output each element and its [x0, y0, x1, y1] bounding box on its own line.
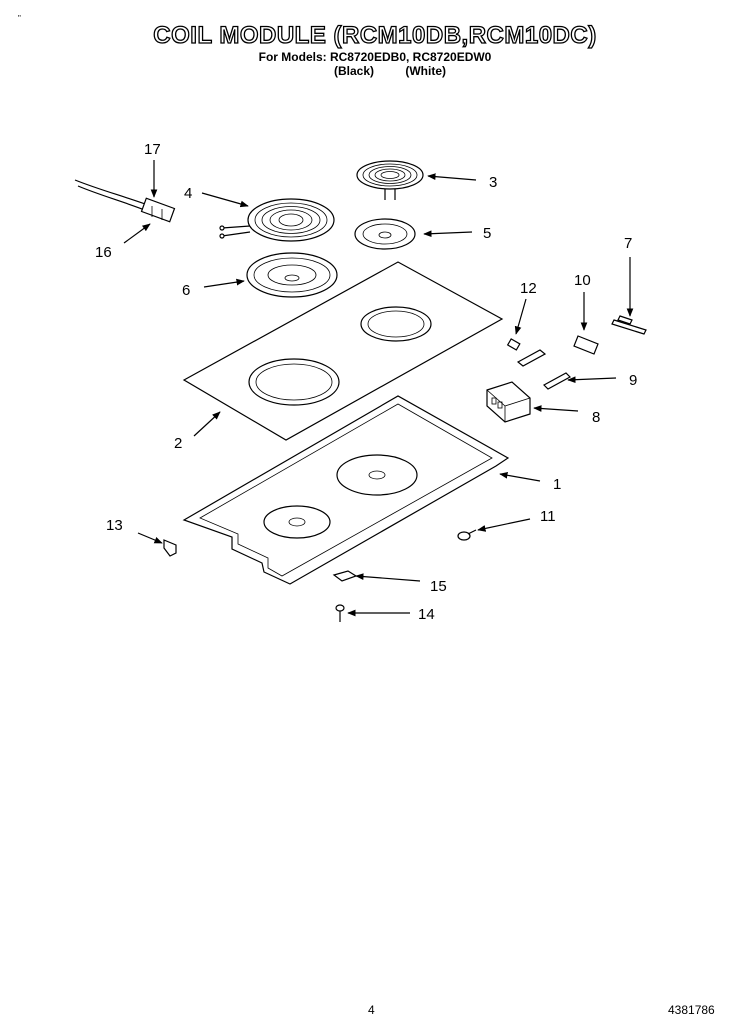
callout-9: 9	[629, 372, 637, 389]
callout-10: 10	[574, 272, 591, 289]
callout-14: 14	[418, 606, 435, 623]
callout-8: 8	[592, 409, 600, 426]
diagram-title: COIL MODULE (RCM10DB,RCM10DC)	[153, 21, 597, 49]
clip-7-part	[611, 315, 647, 335]
top-panel-part	[182, 261, 504, 441]
bracket-clip-part	[516, 349, 547, 367]
document-number: 4381786	[668, 1003, 715, 1017]
callout-1: 1	[553, 476, 561, 493]
callout-17: 17	[144, 141, 161, 158]
bracket-13-part	[163, 539, 177, 557]
large-coil-element-part	[219, 198, 335, 242]
callout-12: 12	[520, 280, 537, 297]
screw-14-part	[335, 604, 345, 622]
terminal-clip-9-part	[543, 372, 571, 390]
models-line: For Models: RC8720EDB0, RC8720EDW0	[258, 50, 492, 64]
callout-2: 2	[174, 435, 182, 452]
callout-13: 13	[106, 517, 123, 534]
burner-box-part	[182, 395, 510, 585]
terminal-block-8-part	[486, 381, 531, 423]
corner-mark: "	[18, 14, 21, 23]
callout-5: 5	[483, 225, 491, 242]
page-number: 4	[368, 1003, 375, 1017]
screw-11-part	[457, 529, 477, 541]
finish-white: (White)	[405, 64, 446, 78]
callout-7: 7	[624, 235, 632, 252]
leader-arrows	[123, 160, 634, 617]
terminal-block-part	[74, 179, 176, 223]
large-drip-bowl-part	[246, 252, 338, 298]
callout-16: 16	[95, 244, 112, 261]
callout-6: 6	[182, 282, 190, 299]
screw-12-part	[506, 338, 521, 351]
callout-11: 11	[540, 508, 556, 525]
finish-line: (Black) (White)	[0, 64, 750, 78]
clip-15-part	[332, 570, 358, 582]
callout-15: 15	[430, 578, 447, 595]
small-coil-element-part	[356, 160, 424, 200]
callout-3: 3	[489, 174, 497, 191]
small-drip-bowl-part	[354, 218, 416, 250]
finish-black: (Black)	[333, 64, 374, 78]
plate-10-part	[573, 335, 599, 355]
callout-numbers: 1 2 3 4 5 6 7 8 9 10 11 12 13 14 15 16 1…	[95, 141, 637, 623]
callout-4: 4	[184, 185, 192, 202]
